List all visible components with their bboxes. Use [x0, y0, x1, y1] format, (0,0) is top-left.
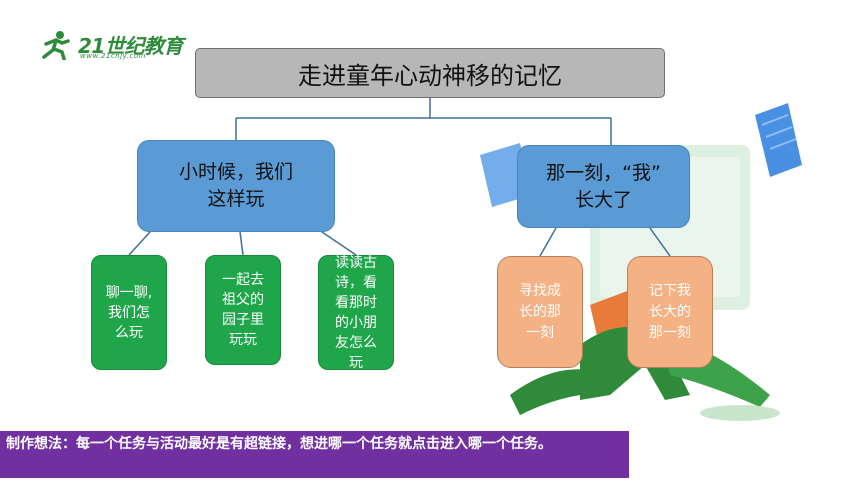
- task-line: 玩: [349, 354, 363, 371]
- task-find-growing-moment[interactable]: 寻找成 长的那 一刻: [497, 256, 583, 368]
- task-line: 一起去: [222, 272, 264, 288]
- task-read-ancient-poems[interactable]: 读读古 诗，看 看那时 的小朋 友怎么 玩: [318, 254, 394, 371]
- task-line: 友怎么: [335, 334, 377, 351]
- runner-logo-icon: [42, 31, 70, 60]
- task-line: 记下我: [649, 282, 691, 299]
- branch-label-line: 这样玩: [207, 188, 265, 210]
- task-line: 诗，看: [335, 274, 377, 291]
- task-line: 我们怎: [107, 304, 150, 321]
- design-note: 制作想法：每一个任务与活动最好是有超链接，想进哪一个任务就点击进入哪一个任务。: [0, 431, 629, 478]
- task-line: 祖父的: [222, 292, 264, 308]
- logo-url: www.21cnjy.com: [80, 52, 146, 60]
- task-line: 园子里: [222, 312, 264, 328]
- branch-grow-up-moment[interactable]: 那一刻，“我” 长大了: [517, 145, 690, 228]
- logo-text: 21世纪教育: [78, 34, 183, 58]
- task-line: 聊一聊,: [105, 284, 153, 301]
- task-line: 玩玩: [229, 332, 257, 348]
- branch-label-line: 长大了: [574, 188, 632, 211]
- logo: 21世纪教育 www.21cnjy.com: [40, 28, 190, 64]
- task-line: 寻找成: [519, 282, 561, 299]
- diagram-title: 走进童年心动神移的记忆: [195, 48, 665, 98]
- task-line: 看那时: [335, 294, 377, 311]
- task-chat-how-we-play[interactable]: 聊一聊, 我们怎 么玩: [91, 255, 167, 370]
- task-line: 长大的: [649, 303, 691, 320]
- task-line: 那一刻: [649, 324, 691, 341]
- branch-label-line: 小时候，我们: [178, 161, 293, 183]
- task-line: 一刻: [526, 324, 554, 341]
- task-grandfather-garden[interactable]: 一起去 祖父的 园子里 玩玩: [205, 255, 281, 365]
- branch-label-line: 那一刻，“我”: [546, 161, 661, 184]
- task-record-growing-moment[interactable]: 记下我 长大的 那一刻: [627, 256, 713, 368]
- task-line: 长的那: [519, 303, 561, 320]
- task-line: 么玩: [114, 324, 143, 341]
- branch-childhood-play[interactable]: 小时候，我们 这样玩: [137, 140, 335, 232]
- task-line: 读读古: [335, 254, 377, 271]
- task-line: 的小朋: [335, 314, 377, 331]
